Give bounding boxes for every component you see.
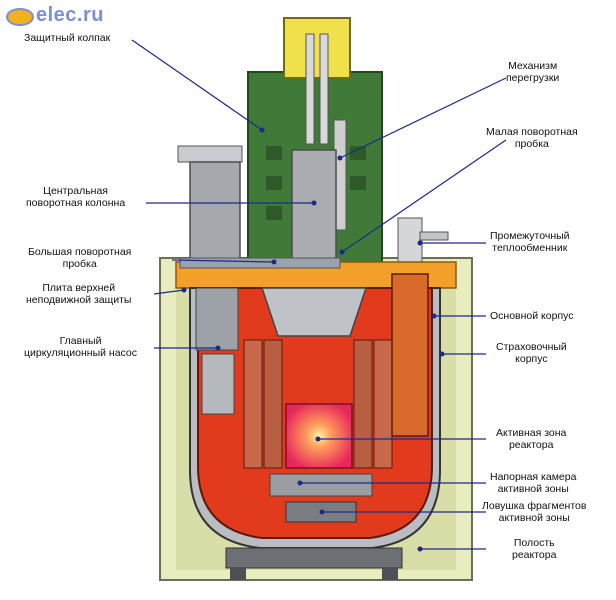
label-strakhovochny: Страховочный корпус: [496, 341, 567, 365]
leader-dot: [439, 351, 445, 357]
label-polost: Полость реактора: [512, 537, 557, 561]
leader-malaya-probka: [341, 139, 507, 253]
leader-dot: [337, 155, 343, 161]
label-aktivnaya-zona: Активная зона реактора: [496, 427, 567, 451]
leader-dot: [311, 200, 317, 206]
label-plita: Плита верхней неподвижной защиты: [26, 282, 132, 306]
cap-window: [266, 206, 282, 220]
big-rotating-plug: [179, 257, 341, 269]
label-mekhanizm: Механизм перегрузки: [506, 60, 560, 84]
leader-mekhanizm: [339, 77, 507, 159]
leader-zashchitny-kolpak: [131, 39, 263, 131]
label-malaya-probka: Малая поворотная пробка: [486, 126, 578, 150]
leader-lines: [131, 39, 507, 550]
pump-column: [177, 145, 243, 163]
cap-window: [350, 146, 366, 160]
leader-dot: [417, 240, 423, 246]
refuel-mechanism: [319, 33, 329, 145]
label-centralnaya-kolonna: Центральная поворотная колонна: [26, 185, 126, 209]
cap-window: [266, 176, 282, 190]
leader-bolshaya-probka: [171, 259, 275, 263]
leader-dot: [297, 480, 303, 486]
site-logo[interactable]: elec.ru: [6, 4, 104, 27]
refuel-mechanism: [305, 33, 315, 145]
label-zashchitny-kolpak: Защитный колпак: [24, 32, 111, 44]
leader-dot: [339, 249, 345, 255]
leader-dot: [181, 287, 187, 293]
core-rods: [353, 339, 373, 469]
cap-window: [266, 146, 282, 160]
leader-dot: [259, 127, 265, 133]
elec-logo-icon: [6, 8, 34, 26]
cap-window: [350, 176, 366, 190]
bottom-support: [225, 547, 403, 569]
reactor-core: [285, 403, 353, 469]
cap-top-block: [283, 17, 351, 79]
leader-dot: [271, 259, 277, 265]
leader-dot: [417, 546, 423, 552]
core-rods: [263, 339, 283, 469]
logo-text: elec.ru: [36, 4, 104, 26]
core-rods: [373, 339, 393, 469]
leader-dot: [431, 313, 437, 319]
leader-dot: [319, 509, 325, 515]
pressure-chamber: [269, 473, 373, 497]
core-rods: [243, 339, 263, 469]
pump-lower: [201, 353, 235, 415]
leader-dot: [215, 345, 221, 351]
bottom-leg: [382, 568, 398, 580]
leader-dot: [315, 436, 321, 442]
label-teploobmennik: Промежуточный теплообменник: [490, 230, 570, 254]
label-osnovnoy-korpus: Основной корпус: [490, 310, 574, 322]
central-column: [291, 149, 337, 271]
bottom-leg: [230, 568, 246, 580]
label-bolshaya-probka: Большая поворотная пробка: [28, 246, 132, 270]
label-napornaya-kamera: Напорная камера активной зоны: [490, 471, 577, 495]
heat-exchanger-top: [397, 217, 423, 263]
leader-plita: [153, 289, 185, 295]
heat-exchanger-body: [391, 273, 429, 437]
pump-body: [195, 287, 239, 351]
heat-exchanger-pipe: [419, 231, 449, 241]
label-nasos: Главный циркуляционный насос: [24, 335, 138, 359]
label-lovushka: Ловушка фрагментов активной зоны: [482, 500, 587, 524]
leader-dots: [181, 127, 445, 552]
central-cone: [260, 287, 368, 337]
